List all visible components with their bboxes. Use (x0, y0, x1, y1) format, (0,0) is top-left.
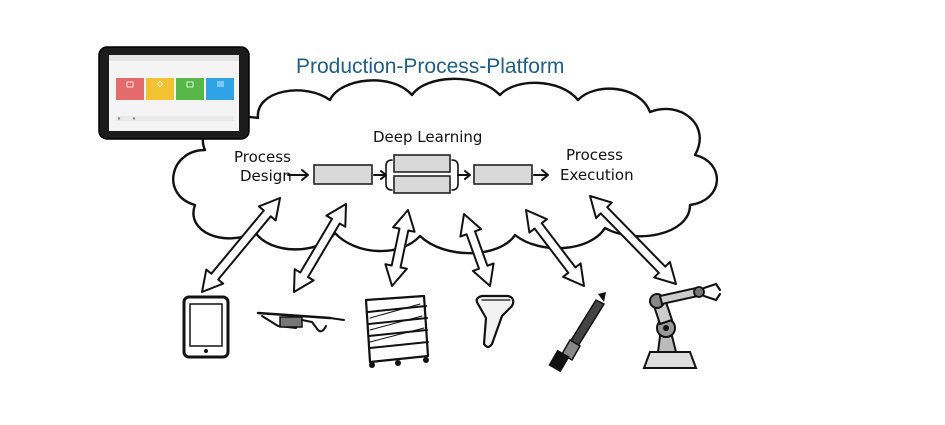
network-icon (157, 81, 163, 87)
double-arrow-shape (201, 197, 281, 293)
calendar-icon (126, 81, 134, 88)
network-tile (146, 78, 174, 100)
list-tile (206, 78, 234, 100)
double-arrow-shape (525, 209, 585, 287)
connection-arrows (201, 195, 677, 293)
device-arrow-tool (525, 209, 585, 287)
copy-tile (176, 78, 204, 100)
double-arrow-shape (589, 195, 677, 285)
flow-box-deep-2 (393, 175, 451, 194)
tablet-icon (182, 295, 230, 359)
dashboard-tablet (98, 46, 250, 140)
process-design-label-line1: Process (234, 148, 291, 166)
device-arrow-scanner (459, 213, 495, 287)
process-execution-label-line2: Execution (560, 166, 634, 184)
deep-learning-label: Deep Learning (373, 128, 482, 146)
list-icon (217, 81, 224, 87)
double-arrow-shape (459, 213, 495, 287)
process-execution-label-line1: Process (566, 146, 623, 164)
double-arrow-shape (384, 209, 416, 287)
copy-icon (186, 81, 194, 88)
flow-box-input (313, 164, 373, 185)
flow-arrow-4 (533, 169, 549, 181)
rack-cart-icon (364, 294, 430, 368)
flow-box-output (473, 164, 533, 185)
robot-arm-icon (642, 282, 722, 369)
diagram-title: Production-Process-Platform (296, 55, 564, 78)
double-arrow-shape (293, 203, 347, 293)
flow-arrow-3 (457, 170, 471, 180)
device-arrow-robot (589, 195, 677, 285)
flow-box-deep-1 (393, 154, 451, 173)
screwdriver-tool-icon (548, 292, 606, 373)
device-arrow-glasses (293, 203, 347, 293)
smart-glasses-icon (256, 311, 345, 333)
device-arrow-rack (384, 209, 416, 287)
flow-arrow-1 (287, 169, 309, 181)
device-arrow-tablet (201, 197, 281, 293)
process-design-label-line2: Design (240, 167, 292, 185)
tablet-tiles (116, 78, 234, 100)
process-flow (287, 154, 549, 194)
left-bracket (385, 159, 393, 191)
barcode-scanner-icon (475, 294, 515, 349)
calendar-tile (116, 78, 144, 100)
